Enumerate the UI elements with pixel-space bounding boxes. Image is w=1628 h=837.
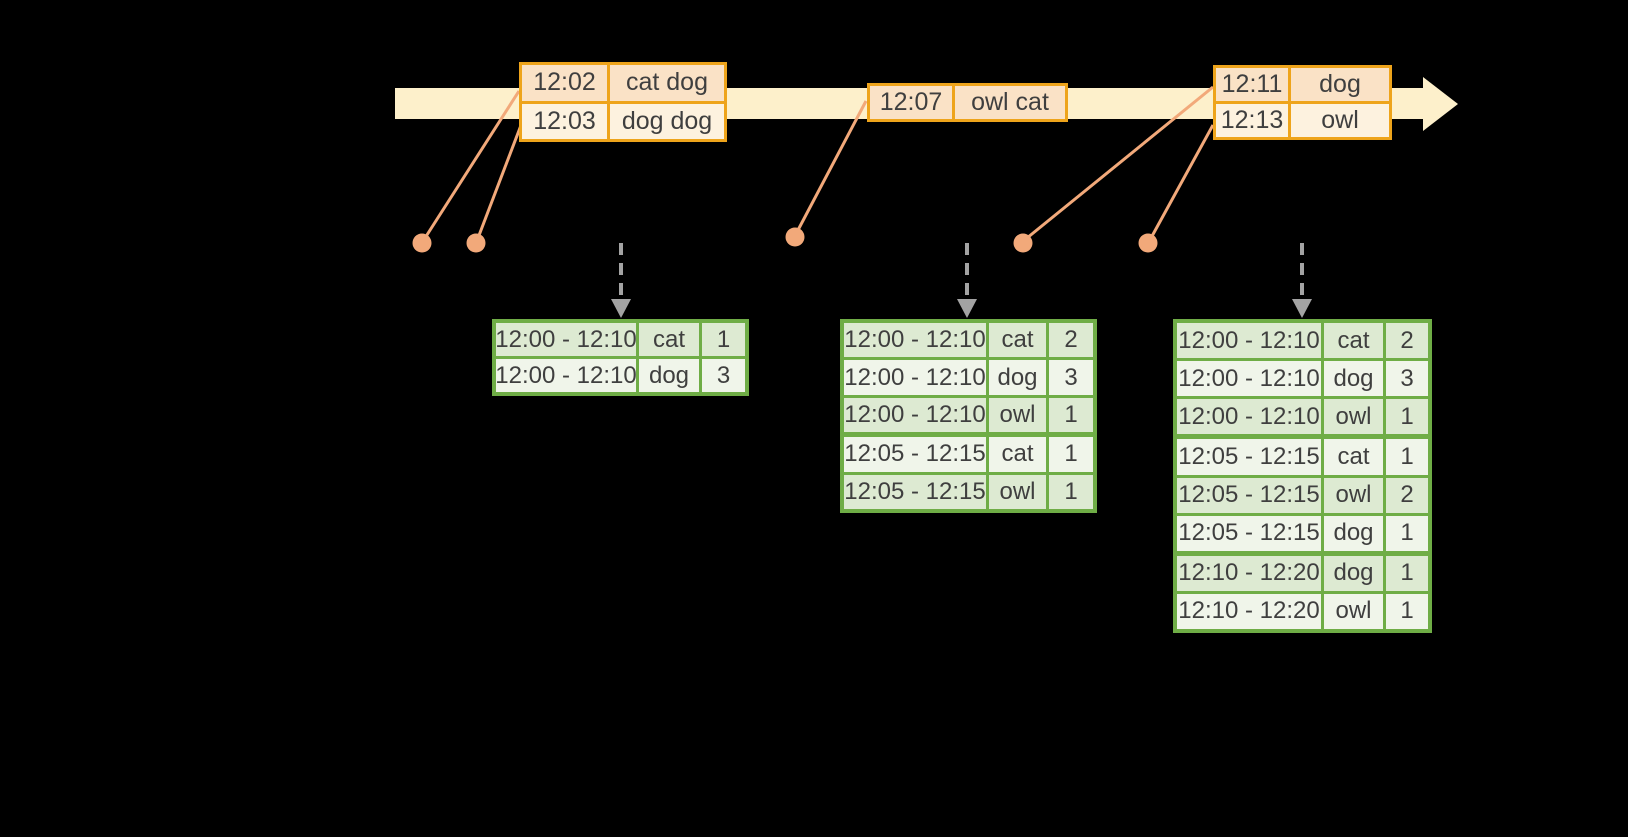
result-count-cell: 1	[1386, 399, 1428, 435]
event-words-cell: dog dog	[610, 103, 724, 139]
trigger-arrowhead-icon	[957, 299, 977, 318]
result-word-cell: dog	[1324, 361, 1383, 397]
event-words-cell: dog	[1291, 68, 1389, 101]
event-words-cell: cat dog	[610, 65, 724, 101]
connector-line	[795, 100, 868, 233]
result-window-cell: 12:05 - 12:15	[844, 474, 986, 510]
result-count-cell: 1	[1049, 397, 1093, 433]
result-count-cell: 1	[1049, 437, 1093, 472]
result-count-cell: 1	[1386, 593, 1428, 629]
event-timeline-arrowhead-icon	[1423, 77, 1458, 131]
result-word-cell: owl	[989, 397, 1046, 433]
result-window-cell: 12:05 - 12:15	[1177, 477, 1321, 513]
event-time-cell: 12:03	[522, 103, 607, 139]
event-time-cell: 12:07	[870, 86, 952, 119]
result-count-cell: 1	[1386, 439, 1428, 475]
result-window-cell: 12:00 - 12:10	[1177, 361, 1321, 397]
result-window-cell: 12:00 - 12:10	[496, 359, 636, 392]
result-window-cell: 12:00 - 12:10	[844, 323, 986, 358]
result-window-cell: 12:05 - 12:15	[1177, 515, 1321, 551]
connector-line	[423, 90, 521, 239]
result-window-cell: 12:00 - 12:10	[496, 323, 636, 356]
result-count-cell: 3	[702, 359, 745, 392]
connector-line	[1026, 85, 1214, 240]
result-word-cell: cat	[989, 437, 1046, 472]
result-count-cell: 2	[1049, 323, 1093, 358]
event-words-cell: owl cat	[955, 86, 1065, 119]
event-dot-icon	[412, 233, 432, 253]
result-word-cell: cat	[1324, 323, 1383, 359]
result-window-cell: 12:05 - 12:15	[1177, 439, 1321, 475]
event-dot-icon	[466, 233, 486, 253]
result-word-cell: cat	[1324, 439, 1383, 475]
event-time-cell: 12:11	[1216, 68, 1288, 101]
result-window-cell: 12:00 - 12:10	[844, 397, 986, 433]
event-dot-icon	[1138, 233, 1158, 253]
result-word-cell: dog	[989, 360, 1046, 395]
result-count-cell: 2	[1386, 477, 1428, 513]
result-window-cell: 12:10 - 12:20	[1177, 593, 1321, 629]
connector-line	[1149, 124, 1215, 239]
trigger-arrowhead-icon	[611, 299, 631, 318]
result-window-cell: 12:10 - 12:20	[1177, 555, 1321, 591]
result-word-cell: owl	[989, 474, 1046, 510]
result-window-cell: 12:00 - 12:10	[844, 360, 986, 395]
event-time-cell: 12:02	[522, 65, 607, 101]
result-word-cell: owl	[1324, 477, 1383, 513]
event-dot-icon	[785, 227, 805, 247]
result-word-cell: owl	[1324, 399, 1383, 435]
result-word-cell: owl	[1324, 593, 1383, 629]
result-window-cell: 12:00 - 12:10	[1177, 399, 1321, 435]
result-word-cell: dog	[639, 359, 699, 392]
trigger-arrowhead-icon	[1292, 299, 1312, 318]
result-word-cell: cat	[639, 323, 699, 356]
result-count-cell: 3	[1386, 361, 1428, 397]
event-time-cell: 12:13	[1216, 104, 1288, 137]
event-dot-icon	[1013, 233, 1033, 253]
result-word-cell: cat	[989, 323, 1046, 358]
result-count-cell: 1	[1049, 474, 1093, 510]
result-count-cell: 3	[1049, 360, 1093, 395]
result-count-cell: 1	[1386, 555, 1428, 591]
event-words-cell: owl	[1291, 104, 1389, 137]
result-count-cell: 1	[702, 323, 745, 356]
result-count-cell: 2	[1386, 323, 1428, 359]
connector-line	[476, 119, 525, 239]
result-count-cell: 1	[1386, 515, 1428, 551]
result-window-cell: 12:05 - 12:15	[844, 437, 986, 472]
result-word-cell: dog	[1324, 555, 1383, 591]
result-word-cell: dog	[1324, 515, 1383, 551]
result-window-cell: 12:00 - 12:10	[1177, 323, 1321, 359]
